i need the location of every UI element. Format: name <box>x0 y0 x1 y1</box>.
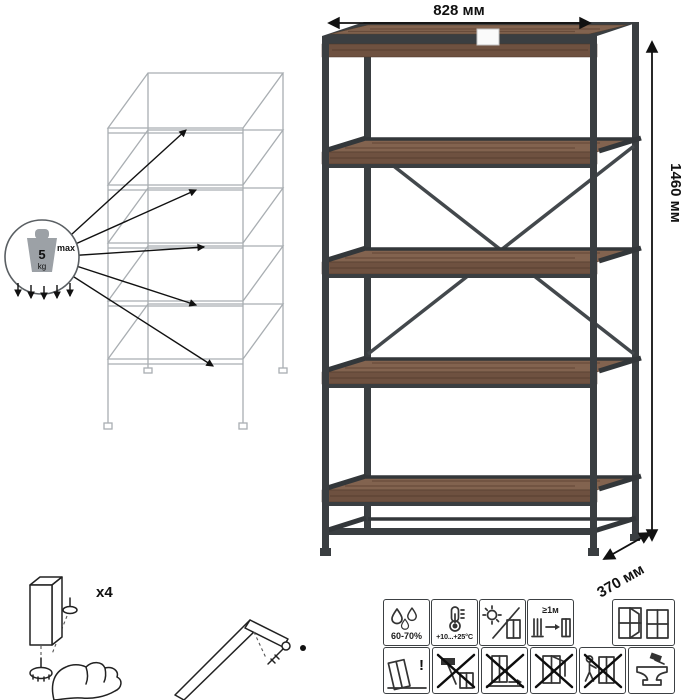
warning-exclamation: ! <box>419 657 424 674</box>
product-label-tag <box>476 28 500 46</box>
care-icon-row-1: 60-70% +10...+25°C <box>383 599 675 646</box>
foot-install-illustration: x4 <box>29 576 122 700</box>
care-icon-do-not-drag <box>481 647 528 694</box>
temperature-label: +10...+25°C <box>436 631 473 641</box>
frame-bar-long <box>174 619 260 700</box>
back-right-post <box>632 22 639 534</box>
care-icon-grid: 60-70% +10...+25°C <box>383 599 675 695</box>
fastener-dot <box>300 645 306 651</box>
front-right-post <box>590 36 597 548</box>
humidity-label: 60-70% <box>390 630 423 641</box>
care-icon-no-door-hanging <box>530 647 577 694</box>
service-repair-icon <box>635 652 668 686</box>
no-hammer-icon <box>436 653 475 689</box>
dimension-width: 828 мм <box>327 2 592 30</box>
care-icon-heat-distance: ≥1м <box>527 599 574 646</box>
height-label: 1460 мм <box>667 163 684 223</box>
care-icon-do-not-push-loaded <box>579 647 626 694</box>
heat-distance-label: ≥1м <box>542 604 559 615</box>
leveling-foot-part <box>29 657 53 682</box>
front-left-post <box>322 36 329 548</box>
shelf-5 <box>321 473 642 506</box>
do-not-push-loaded-icon <box>583 653 622 688</box>
badge-unit: kg <box>38 262 46 271</box>
tip-over-warning-icon: ! <box>386 657 427 690</box>
bottom-stretcher <box>322 515 637 535</box>
temperature-icon <box>448 605 465 632</box>
load-direction-arrows <box>14 283 74 301</box>
width-label: 828 мм <box>433 2 484 19</box>
badge-value: 5 <box>38 247 45 262</box>
humidity-icon <box>390 606 417 630</box>
dimension-depth: 370 мм <box>594 532 652 601</box>
care-icon-sun-protection <box>479 599 526 646</box>
dimension-height: 1460 мм <box>645 40 684 542</box>
window-placement-icon <box>618 606 669 639</box>
feet-count-label: x4 <box>96 584 113 601</box>
shelf-load-arrows <box>59 129 214 367</box>
leg-corner <box>29 576 63 660</box>
care-icon-humidity: 60-70% <box>383 599 430 646</box>
sun-protection-icon <box>481 604 521 639</box>
care-icon-window-placement <box>612 599 675 646</box>
screw-icon <box>267 641 291 665</box>
care-icon-tip-over-warning: ! <box>383 647 430 694</box>
care-icon-service-repair <box>628 647 675 694</box>
frame-corner-detail <box>174 619 306 700</box>
depth-label: 370 мм <box>594 561 647 601</box>
no-door-hanging-icon <box>534 653 573 688</box>
badge-note: max <box>57 243 75 253</box>
care-icon-row-2: ! <box>383 647 675 694</box>
wireframe-shelves <box>106 72 285 365</box>
care-icon-temperature: +10...+25°C <box>431 599 478 646</box>
shelf-4 <box>321 355 642 388</box>
care-icon-no-hammer <box>432 647 479 694</box>
wireframe-diagram: 5 kg max <box>4 72 288 430</box>
shelf-unit-render <box>320 22 642 556</box>
weight-icon <box>35 229 49 239</box>
hand-illustration <box>51 661 122 700</box>
max-load-badge: 5 kg max <box>4 219 80 301</box>
heat-distance-icon <box>530 617 571 637</box>
do-not-drag-icon <box>485 653 524 688</box>
